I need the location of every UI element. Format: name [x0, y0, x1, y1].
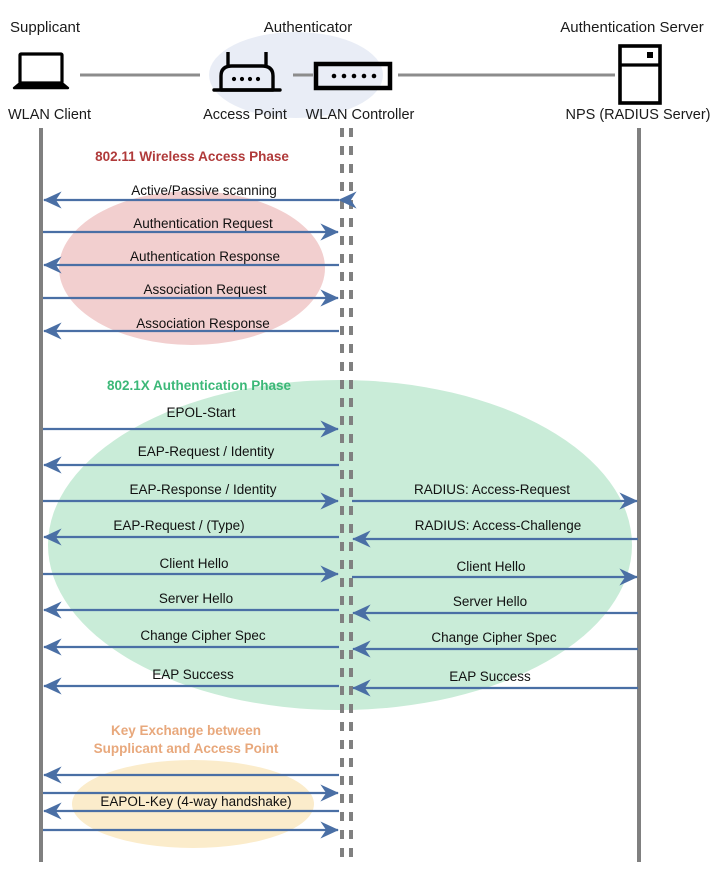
message-label-authentication-request: Authentication Request — [133, 216, 273, 231]
actor-device-nps-radius-server: NPS (RADIUS Server) — [565, 107, 711, 123]
message-label-eap-response-identity: EAP-Response / Identity — [129, 482, 277, 497]
message-label-eap-success-right: EAP Success — [449, 669, 531, 684]
phase-label-dot1x-authentication: 802.1X Authentication Phase — [106, 378, 292, 393]
actor-role-authenticator: Authenticator — [263, 19, 353, 36]
phase-label-key-exchange-line1: Key Exchange between — [110, 723, 262, 738]
message-label-association-response: Association Response — [136, 316, 270, 331]
message-label-change-cipher-spec-left: Change Cipher Spec — [140, 628, 266, 643]
message-label-eapol-key: EAPOL-Key (4-way handshake) — [100, 794, 292, 809]
message-label-epol-start: EPOL-Start — [166, 405, 236, 420]
message-label-client-hello-right: Client Hello — [456, 559, 526, 574]
message-label-change-cipher-spec-right: Change Cipher Spec — [431, 630, 557, 645]
message-label-radius-access-request: RADIUS: Access-Request — [413, 482, 571, 497]
phase-label-wireless-access: 802.11 Wireless Access Phase — [95, 149, 289, 164]
wireless-access-point-icon — [212, 52, 282, 92]
message-label-radius-access-challenge: RADIUS: Access-Challenge — [414, 518, 582, 533]
message-label-eap-request-type: EAP-Request / (Type) — [113, 518, 245, 533]
message-label-association-request: Association Request — [143, 282, 267, 297]
actor-device-wlan-controller: WLAN Controller — [305, 107, 415, 123]
message-label-server-hello-left: Server Hello — [158, 591, 234, 606]
message-label-client-hello-left: Client Hello — [159, 556, 229, 571]
actor-device-access-point: Access Point — [203, 107, 287, 123]
server-icon — [618, 44, 662, 105]
message-label-server-hello-right: Server Hello — [452, 594, 528, 609]
message-label-eap-success-left: EAP Success — [152, 667, 234, 682]
message-label-authentication-response: Authentication Response — [129, 249, 281, 264]
phase-ellipse-key-exchange — [72, 760, 314, 848]
actor-role-supplicant: Supplicant — [10, 19, 81, 36]
phase-ellipse-wireless-access — [59, 191, 325, 345]
phase-label-key-exchange: Key Exchange between Supplicant and Acce… — [94, 722, 279, 758]
phase-label-key-exchange-line2: Supplicant and Access Point — [93, 741, 279, 757]
actor-role-authentication-server: Authentication Server — [560, 19, 704, 36]
actor-device-wlan-client: WLAN Client — [8, 107, 91, 123]
message-label-eap-request-identity: EAP-Request / Identity — [137, 444, 275, 459]
message-label-active-passive-scanning: Active/Passive scanning — [131, 183, 277, 198]
laptop-icon — [12, 52, 70, 90]
wlan-controller-icon — [313, 61, 393, 91]
